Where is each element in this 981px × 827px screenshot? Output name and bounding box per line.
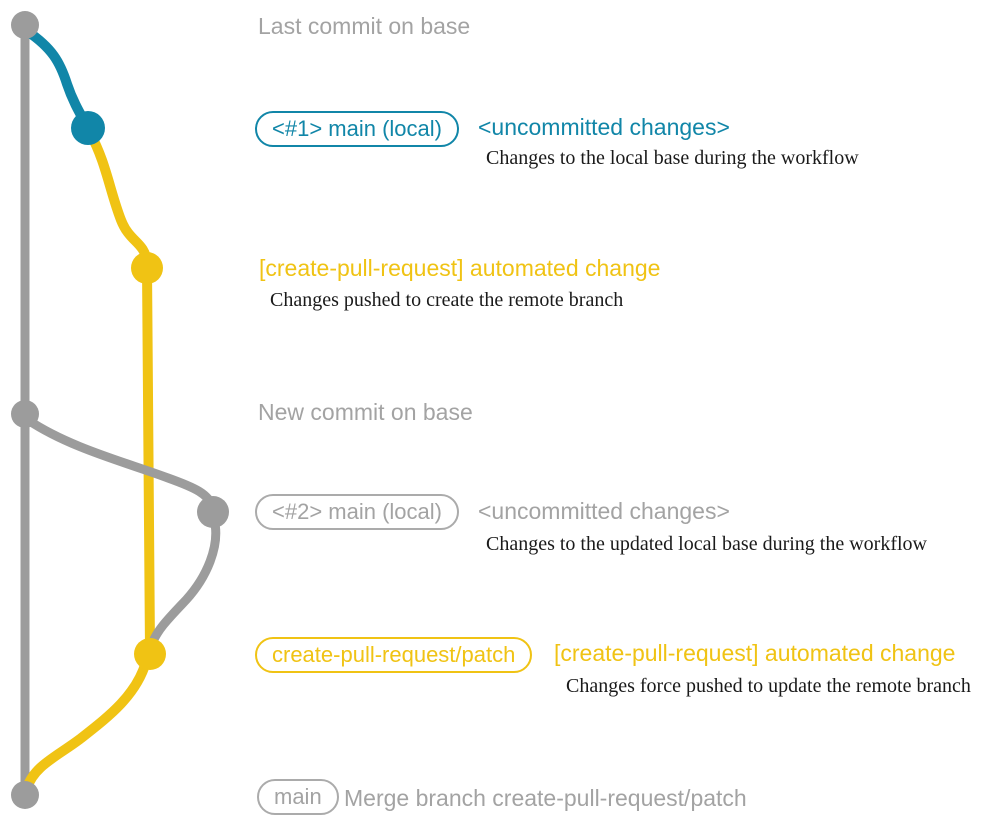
merge-edge <box>22 657 151 793</box>
commit-note-uncommitted-2: Changes to the updated local base during… <box>486 533 927 555</box>
label-new-commit-on-base: New commit on base <box>258 399 473 425</box>
rebase-edge <box>147 514 221 649</box>
label-last-commit-on-base: Last commit on base <box>258 13 471 39</box>
pr-branch-edge-1 <box>85 128 152 267</box>
commit-node-new-base <box>11 400 39 428</box>
commit-title-uncommitted-2: <uncommitted changes> <box>478 498 730 524</box>
pr-branch-line <box>142 263 155 655</box>
branch-badge-create-pull-request-patch: create-pull-request/patch <box>255 637 533 673</box>
commit-note-automated-2: Changes force pushed to update the remot… <box>566 675 971 697</box>
branch-badge-main-local-1: <#1> main (local) <box>255 111 459 147</box>
commit-node-local-1 <box>71 111 105 145</box>
local-branch-edge-2 <box>23 415 218 512</box>
local-branch-edge-1 <box>22 26 92 131</box>
commit-note-automated-1: Changes pushed to create the remote bran… <box>270 289 624 311</box>
commit-node-automated-1 <box>131 252 163 284</box>
commit-title-automated-2: [create-pull-request] automated change <box>554 640 956 666</box>
branch-badge-main: main <box>257 779 339 815</box>
commit-title-automated-1: [create-pull-request] automated change <box>259 255 661 281</box>
label-merge-branch: Merge branch create-pull-request/patch <box>344 785 747 811</box>
commit-node-last-base <box>11 11 39 39</box>
commit-node-local-2 <box>197 496 229 528</box>
commit-node-merge <box>11 781 39 809</box>
commit-title-uncommitted-1: <uncommitted changes> <box>478 114 730 140</box>
branch-badge-main-local-2: <#2> main (local) <box>255 494 459 530</box>
commit-note-uncommitted-1: Changes to the local base during the wor… <box>486 147 859 169</box>
commit-node-automated-2 <box>134 638 166 670</box>
